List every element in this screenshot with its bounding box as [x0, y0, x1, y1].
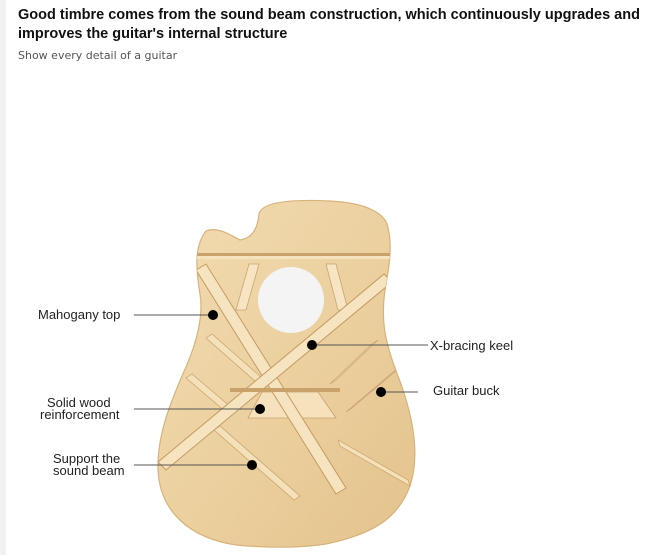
- callout-support-beam: Support the sound beam: [53, 451, 257, 478]
- label-solid-wood-line2: reinforcement: [40, 407, 120, 422]
- left-border: [0, 0, 6, 555]
- label-solid-wood-line1: Solid wood: [47, 395, 111, 410]
- callout-guitar-buck: Guitar buck: [376, 383, 500, 398]
- callout-x-bracing: X-bracing keel: [307, 338, 513, 353]
- marker-dot: [376, 387, 386, 397]
- sound-hole: [258, 267, 324, 333]
- marker-dot: [307, 340, 317, 350]
- marker-dot: [255, 404, 265, 414]
- callout-mahogany-top: Mahogany top: [38, 307, 218, 322]
- label-guitar-buck: Guitar buck: [433, 383, 500, 398]
- label-x-bracing-keel: X-bracing keel: [430, 338, 513, 353]
- label-mahogany-top: Mahogany top: [38, 307, 120, 322]
- page-subtitle: Show every detail of a guitar: [18, 49, 178, 62]
- marker-dot: [247, 460, 257, 470]
- page-title: Good timbre comes from the sound beam co…: [18, 7, 640, 42]
- label-support-line2: sound beam: [53, 463, 125, 478]
- marker-dot: [208, 310, 218, 320]
- label-support-line1: Support the: [53, 451, 120, 466]
- guitar-body: [157, 199, 416, 548]
- callout-solid-wood: Solid wood reinforcement: [40, 395, 265, 422]
